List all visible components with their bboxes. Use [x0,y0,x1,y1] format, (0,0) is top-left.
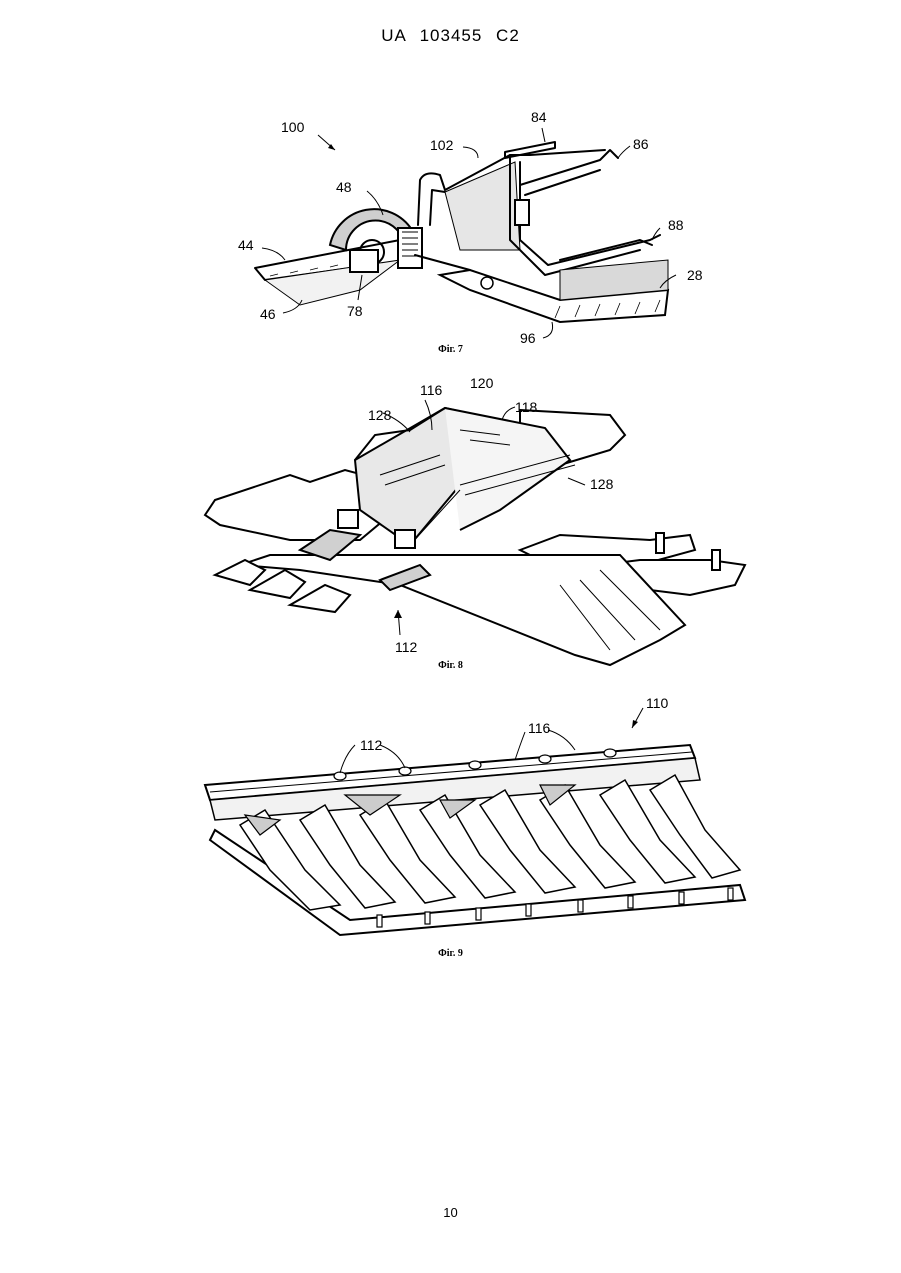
label-44: 44 [238,237,254,253]
label-84: 84 [531,109,547,125]
figure-8-caption: Фіг. 8 [0,660,901,671]
label-128-top: 128 [368,407,392,423]
label-28: 28 [687,267,703,283]
figure-8: 116 120 128 118 128 112 Фіг. 8 [0,370,901,675]
label-112: 112 [360,737,383,753]
figure-9: 110 116 112 Фіг. 9 [0,690,901,965]
figure-7-caption: Фіг. 7 [0,344,901,355]
label-128-right: 128 [590,476,614,492]
label-100: 100 [281,119,305,135]
label-110: 110 [646,695,669,711]
page-number: 10 [0,1205,901,1220]
label-102: 102 [430,137,454,153]
label-118: 118 [515,399,538,415]
figure-9-drawing: 110 116 112 [0,690,901,965]
figure-9-caption: Фіг. 9 [0,948,901,959]
label-116: 116 [420,382,443,398]
label-86: 86 [633,136,649,152]
label-46: 46 [260,306,276,322]
figure-7-drawing: 100 84 102 86 48 88 44 28 78 46 96 [0,100,901,360]
figure-7: 100 84 102 86 48 88 44 28 78 46 96 Фіг. … [0,100,901,360]
label-48: 48 [336,179,352,195]
figure-8-drawing: 116 120 128 118 128 112 [0,370,901,675]
label-112: 112 [395,639,418,655]
document-header: UA 103455 C2 [0,26,901,46]
label-88: 88 [668,217,684,233]
label-78: 78 [347,303,363,319]
label-116: 116 [528,720,551,736]
label-120: 120 [470,375,494,391]
